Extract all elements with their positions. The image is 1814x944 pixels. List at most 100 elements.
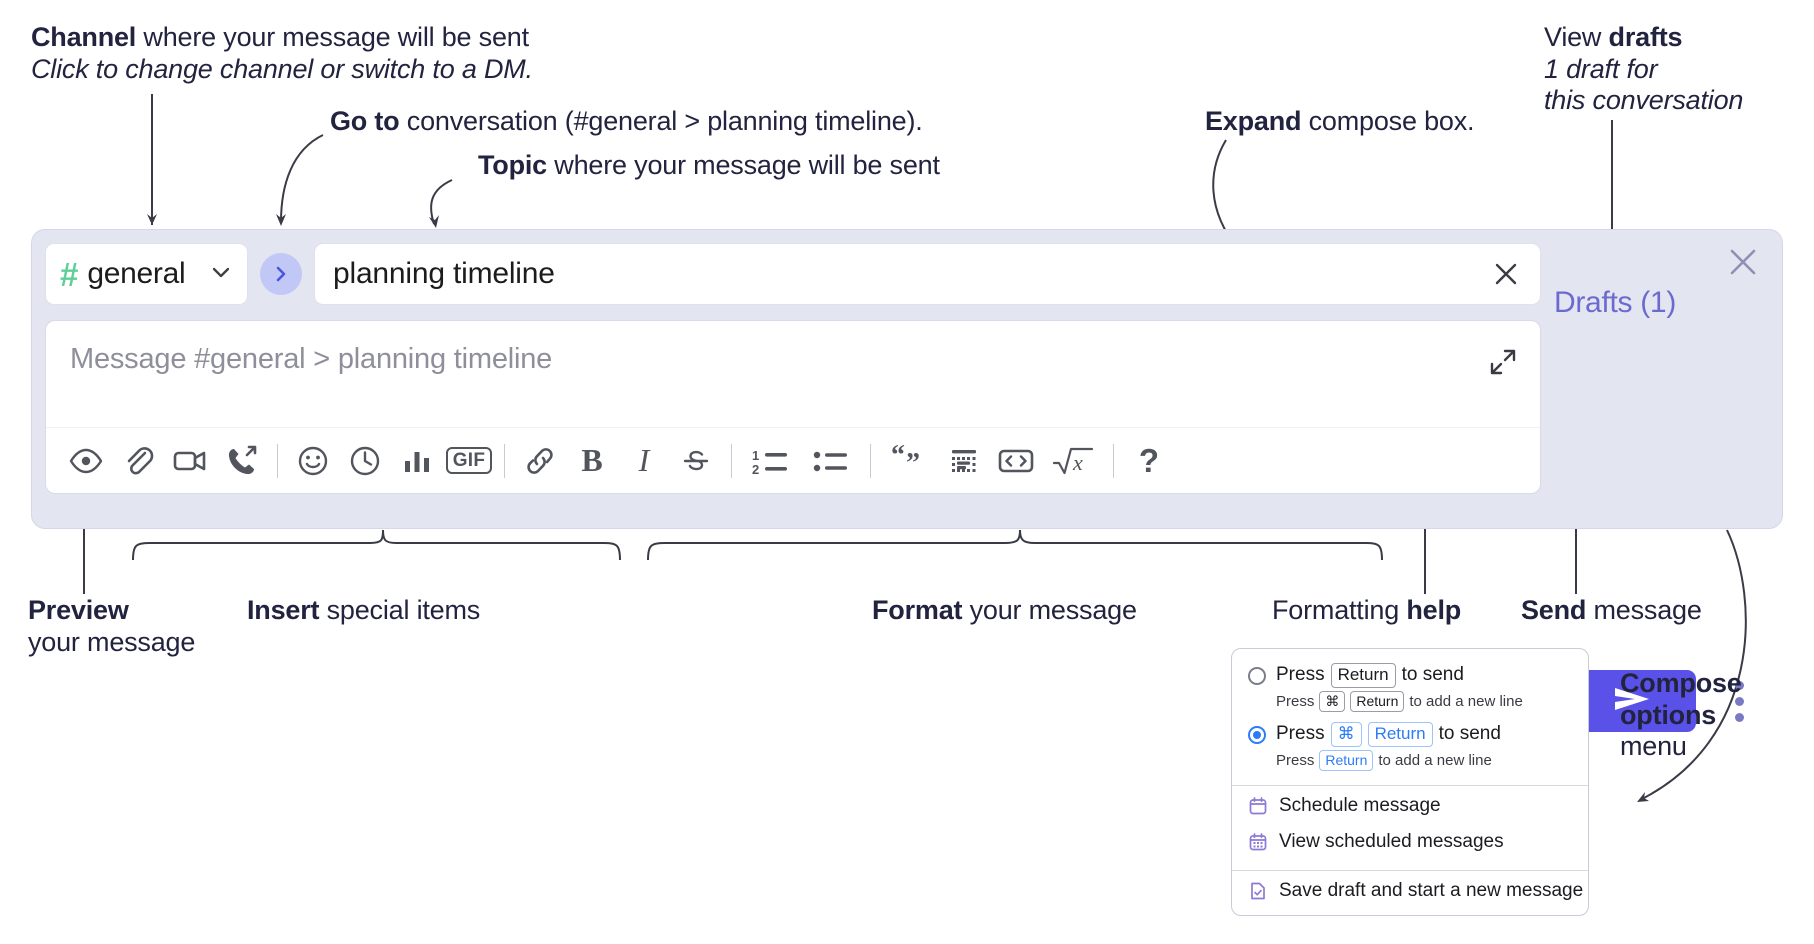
menu-divider <box>1232 869 1588 871</box>
radio-selected[interactable] <box>1248 725 1266 744</box>
option1-sub-suffix: to add a new line <box>1409 692 1523 710</box>
toolbar-divider <box>870 443 871 478</box>
toolbar-divider <box>731 443 732 478</box>
chevron-down-icon <box>209 260 233 289</box>
message-placeholder: Message #general > planning timeline <box>70 343 553 375</box>
italic-icon[interactable]: I <box>618 435 670 487</box>
annotation-compose-options-bold1: Compose <box>1620 668 1742 698</box>
gif-label: GIF <box>445 446 493 475</box>
message-box: Message #general > planning timeline <box>45 320 1541 494</box>
close-icon[interactable] <box>1726 245 1760 284</box>
annotation-format-rest: your message <box>962 595 1137 625</box>
menu-item-view-scheduled[interactable]: View scheduled messages <box>1232 824 1588 860</box>
annotation-compose-options-rest: menu <box>1620 731 1687 762</box>
clock-icon[interactable] <box>339 435 391 487</box>
compose-options-button[interactable] <box>1724 675 1754 727</box>
gif-icon[interactable]: GIF <box>443 435 495 487</box>
menu-item-schedule-message[interactable]: Schedule message <box>1232 788 1588 824</box>
option1-suffix: to send <box>1401 664 1464 686</box>
send-option-cmd-return-label: Press ⌘ Return to send <box>1276 721 1501 747</box>
key-command: ⌘ <box>1330 721 1362 747</box>
annotation-goto: Go to conversation (#general > planning … <box>330 106 923 138</box>
annotation-insert: Insert special items <box>247 595 480 627</box>
attachment-icon[interactable] <box>112 435 164 487</box>
annotation-channel-bold: Channel <box>31 22 137 52</box>
send-option-cmd-return[interactable]: Press ⌘ Return to send <box>1232 716 1588 747</box>
option2-sub-suffix: to add a new line <box>1378 751 1492 769</box>
toolbar-divider <box>504 443 505 478</box>
send-option-return-label: Press Return to send <box>1276 663 1464 688</box>
dot <box>1734 712 1744 722</box>
option1-prefix: Press <box>1276 664 1325 686</box>
compose-widget: # general planning timeline <box>31 229 1783 732</box>
annotation-preview: Preview your message <box>28 595 195 658</box>
annotation-channel-rest: where your message will be sent <box>136 22 529 52</box>
key-return: Return <box>1350 690 1405 712</box>
option2-prefix: Press <box>1276 723 1325 745</box>
annotation-expand-rest: compose box. <box>1301 106 1475 136</box>
annotation-topic-bold: Topic <box>478 150 547 180</box>
math-icon[interactable]: x <box>1042 435 1104 487</box>
code-block-icon[interactable] <box>938 435 990 487</box>
annotation-send: Send message <box>1521 595 1702 627</box>
svg-text:x: x <box>1072 450 1083 475</box>
topic-value: planning timeline <box>333 257 555 290</box>
hash-icon: # <box>60 255 79 293</box>
annotation-help-bold: help <box>1406 595 1462 625</box>
poll-icon[interactable] <box>391 435 443 487</box>
save-draft-icon <box>1248 881 1268 901</box>
emoji-icon[interactable] <box>287 435 339 487</box>
clear-topic-icon[interactable] <box>1490 258 1522 290</box>
send-option-return-sub: Press ⌘ Return to add a new line <box>1276 688 1588 716</box>
bulleted-list-icon[interactable] <box>803 435 861 487</box>
blockquote-icon[interactable]: “” <box>880 435 938 487</box>
annotation-topic-rest: where your message will be sent <box>547 150 940 180</box>
link-icon[interactable] <box>514 435 566 487</box>
calendar-icon <box>1248 796 1268 816</box>
annotation-format-bold: Format <box>872 595 963 625</box>
send-option-cmd-return-sub: Press Return to add a new line <box>1276 747 1588 775</box>
send-button[interactable] <box>1568 670 1696 732</box>
bold-label: B <box>581 442 603 478</box>
menu-item-label: View scheduled messages <box>1279 830 1504 852</box>
toolbar-divider <box>277 443 278 478</box>
annotation-send-bold: Send <box>1521 595 1587 625</box>
annotation-drafts-normal: View <box>1544 22 1609 52</box>
compose-header-row: # general planning timeline <box>45 242 1541 306</box>
topic-input[interactable]: planning timeline <box>314 243 1541 305</box>
strikethrough-icon[interactable] <box>670 435 722 487</box>
svg-text:2: 2 <box>752 462 759 477</box>
channel-selector[interactable]: # general <box>45 243 248 305</box>
drafts-link[interactable]: Drafts (1) <box>1554 286 1677 319</box>
italic-label: I <box>638 442 650 478</box>
compose-options-menu: Press Return to send Press ⌘ Return to a… <box>1231 648 1589 916</box>
key-command: ⌘ <box>1319 690 1346 712</box>
annotation-topic: Topic where your message will be sent <box>478 150 940 182</box>
annotation-help: Formatting help <box>1272 595 1461 627</box>
video-icon[interactable] <box>164 435 216 487</box>
annotation-expand-bold: Expand <box>1205 106 1302 136</box>
bold-icon[interactable]: B <box>566 435 618 487</box>
annotation-goto-bold: Go to <box>330 106 400 136</box>
calendar-grid-icon <box>1248 832 1268 852</box>
annotation-channel: Channel where your message will be sent … <box>31 22 533 85</box>
radio-unselected[interactable] <box>1248 667 1266 685</box>
send-option-return[interactable]: Press Return to send <box>1232 657 1588 688</box>
message-input[interactable]: Message #general > planning timeline <box>46 321 1540 427</box>
help-icon[interactable]: ? <box>1123 435 1175 487</box>
menu-item-save-draft[interactable]: Save draft and start a new message <box>1232 873 1588 909</box>
expand-icon[interactable] <box>1488 347 1518 382</box>
audio-call-icon[interactable] <box>216 435 268 487</box>
menu-divider <box>1232 784 1588 786</box>
dot <box>1734 680 1744 690</box>
key-return: Return <box>1367 721 1433 747</box>
annotation-preview-bold: Preview <box>28 595 129 625</box>
goto-conversation-button[interactable] <box>260 253 302 295</box>
annotation-send-rest: message <box>1586 595 1702 625</box>
inline-code-icon[interactable] <box>990 435 1042 487</box>
svg-text:”: ” <box>906 448 920 479</box>
preview-icon[interactable] <box>60 435 112 487</box>
